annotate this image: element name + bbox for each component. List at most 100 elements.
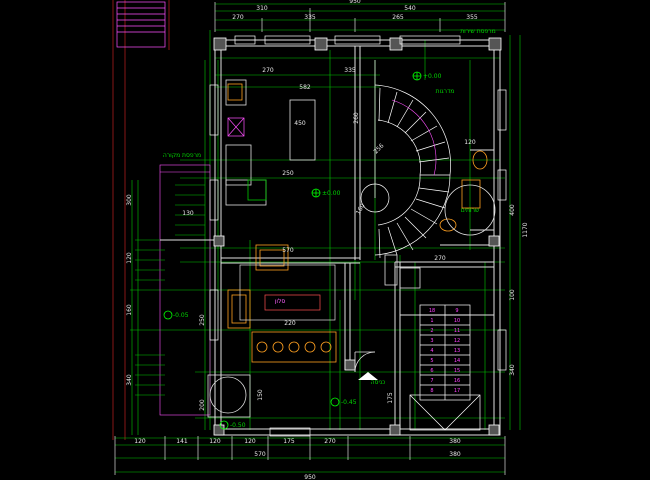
dim-bottom-row2-d: 120 [244, 438, 256, 445]
entrance-arrow [358, 372, 378, 380]
entrance-door [354, 254, 421, 373]
dim-bottom-row2-f: 270 [324, 438, 336, 445]
level-marker-upper [412, 71, 422, 81]
label-entrance: כניסה [371, 379, 386, 386]
dim-bottom-total: 950 [304, 474, 316, 480]
stair-step-number: 17 [454, 388, 460, 394]
level-text: ±0.00 +0.00 -0.50 -0.05 -0.45 [173, 73, 442, 429]
stair-arrow-arc [391, 99, 437, 176]
kitchen-appliance [227, 117, 245, 137]
kitchen [225, 79, 316, 206]
stair-step-number: 2 [430, 328, 433, 334]
stair-step-number: 3 [430, 338, 433, 344]
terrace-steps [135, 184, 205, 396]
dim-bottom-row2-a: 120 [134, 438, 146, 445]
dim-left-b: 120 [126, 252, 133, 264]
dim-left-e: 200 [199, 399, 206, 411]
level-outer: -0.50 [230, 422, 246, 429]
label-top-right: מרפסת שירות [460, 28, 496, 35]
stair-step-number: 12 [454, 338, 460, 344]
dim-top-row3-a: 270 [262, 67, 274, 74]
dim-top-row4: 582 [299, 84, 311, 91]
dim-right-d: 340 [509, 364, 516, 376]
dim-int-f: 120 [464, 139, 476, 146]
level-marker-outer [219, 420, 229, 430]
dim-bottom-row1-b: 380 [449, 451, 461, 458]
dim-top-row2-a: 270 [232, 14, 244, 21]
straight-stair [409, 304, 481, 431]
dim-int-a: 450 [294, 120, 306, 127]
stair-step-number: 8 [430, 388, 433, 394]
dim-left-d: 340 [126, 374, 133, 386]
stair-step-number: 14 [454, 358, 460, 364]
dim-int-c: 570 [282, 247, 294, 254]
stair-step-number: 15 [454, 368, 460, 374]
stair-step-number: 11 [454, 328, 460, 334]
stair-step-number: 5 [430, 358, 433, 364]
dim-int-m: 250 [199, 314, 206, 326]
dim-top-right: 540 [404, 5, 416, 12]
dim-top-total: 950 [349, 0, 361, 5]
dim-top-row2-c: 265 [392, 14, 404, 21]
dim-top-row3-b: 335 [344, 67, 356, 74]
label-room-right: שרותים [461, 207, 480, 214]
level-side: -0.05 [173, 312, 189, 319]
level-upper: +0.00 [423, 73, 442, 80]
level-marker-side [163, 310, 173, 320]
dim-top-left: 310 [256, 5, 268, 12]
dim-int-g: 150 [257, 389, 264, 401]
dim-top-row2-d: 355 [466, 14, 478, 21]
level-entry: -0.45 [341, 399, 357, 406]
dim-int-b: 250 [282, 170, 294, 177]
stair-step-number: 18 [429, 308, 435, 314]
sink [227, 83, 243, 101]
dim-int-j: 175 [387, 392, 394, 404]
exterior-walls [160, 39, 501, 436]
dim-left-c: 160 [126, 304, 133, 316]
stair-step-number: 9 [455, 308, 458, 314]
stair-step-number: 13 [454, 348, 460, 354]
windows [209, 35, 507, 437]
stair-step-number: 4 [430, 348, 433, 354]
dimension-lines [115, 3, 521, 473]
stair-step-number: 10 [454, 318, 460, 324]
dimension-ticks [114, 2, 506, 475]
dim-bottom-row2-e: 175 [283, 438, 295, 445]
dim-bottom-row1-a: 570 [254, 451, 266, 458]
dim-int-e: 270 [434, 255, 446, 262]
dim-top-row2-b: 335 [304, 14, 316, 21]
dim-int-k: 260 [353, 112, 360, 124]
dim-int-l: 256 [372, 142, 385, 155]
dim-int-d: 220 [284, 320, 296, 327]
dim-right-b: 400 [509, 204, 516, 216]
level-marker-entry [330, 397, 340, 407]
level-marker-main [311, 188, 321, 198]
stair-step-number: 7 [430, 378, 433, 384]
dim-right-c: 100 [509, 289, 516, 301]
label-stair: מדרגות [436, 88, 455, 95]
dim-int-h: 130 [182, 210, 194, 217]
stair-step-number: 6 [430, 368, 433, 374]
bathroom [439, 150, 488, 232]
label-terrace: מרפסת מקורה [163, 152, 201, 159]
living-furniture [227, 244, 337, 363]
level-main: ±0.00 [322, 190, 341, 197]
top-left-stair-box [116, 1, 166, 48]
level-markers [163, 71, 422, 430]
entry-circle [207, 374, 251, 418]
dim-right-a: 1170 [522, 222, 529, 237]
stair-step-number: 1 [430, 318, 433, 324]
dimension-text: 950 310 540 270 335 265 355 270 335 582 … [126, 0, 529, 480]
room-labels: מדרגות שרותים מרפסת מקורה סלון כניסה מרפ… [163, 28, 496, 386]
dim-bottom-row2-g: 380 [449, 438, 461, 445]
bathroom-circle [444, 184, 496, 236]
dim-int-i: 160 [355, 202, 367, 216]
dim-bottom-row2-c: 120 [209, 438, 221, 445]
wall-columns [213, 37, 502, 436]
dim-bottom-row2-b: 141 [176, 438, 188, 445]
property-boundary [112, 0, 170, 440]
label-living: סלון [275, 298, 286, 305]
spiral-stair [360, 60, 451, 259]
